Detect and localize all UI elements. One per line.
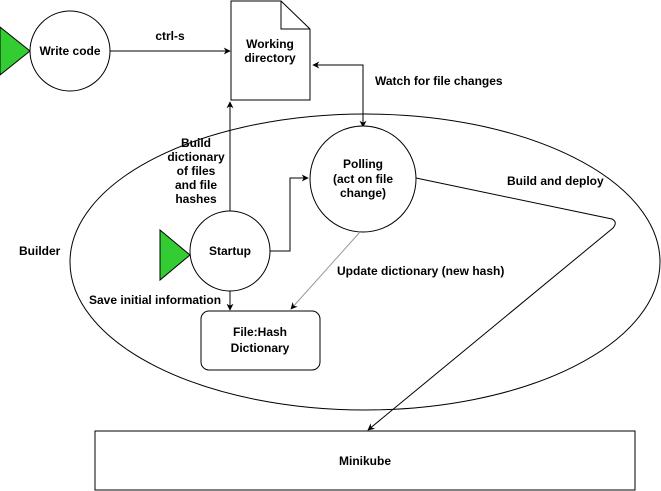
build-dictionary-line-1: Build — [181, 136, 211, 150]
build-dictionary-line-5: hashes — [175, 192, 217, 206]
dictionary-line-2: Dictionary — [231, 341, 290, 355]
build-dictionary-line-3: of files — [177, 164, 216, 178]
polling-line-3: change) — [340, 186, 386, 200]
update-dictionary-label: Update dictionary (new hash) — [337, 264, 504, 278]
dictionary-node — [200, 310, 321, 371]
save-initial-label: Save initial information — [89, 293, 221, 307]
watch-arrow — [312, 61, 367, 128]
working-directory-line-2: directory — [244, 51, 296, 65]
startup-label: Startup — [209, 244, 251, 258]
watch-label: Watch for file changes — [375, 74, 503, 88]
start-marker-write-code — [0, 26, 31, 76]
write-code-label: Write code — [39, 44, 100, 58]
document-fold — [280, 1, 310, 30]
working-directory-node — [230, 0, 311, 101]
polling-line-2: (act on file — [333, 172, 393, 186]
dictionary-line-1: File:Hash — [233, 325, 287, 339]
build-deploy-arrow — [367, 177, 616, 431]
startup-to-polling-arrow — [270, 174, 309, 252]
polling-line-1: Polling — [343, 157, 383, 171]
working-directory-line-1: Working — [246, 37, 294, 51]
minikube-node — [94, 430, 636, 491]
build-deploy-label: Build and deploy — [507, 174, 604, 188]
start-marker-startup — [159, 228, 191, 282]
update-dictionary-arrow — [290, 231, 361, 310]
minikube-label: Minikube — [339, 454, 391, 468]
builder-label: Builder — [19, 244, 61, 258]
ctrl-s-label: ctrl-s — [155, 29, 185, 43]
polling-node — [309, 125, 417, 233]
build-dictionary-line-4: and file — [175, 178, 217, 192]
build-dictionary-line-2: dictionary — [167, 150, 225, 164]
